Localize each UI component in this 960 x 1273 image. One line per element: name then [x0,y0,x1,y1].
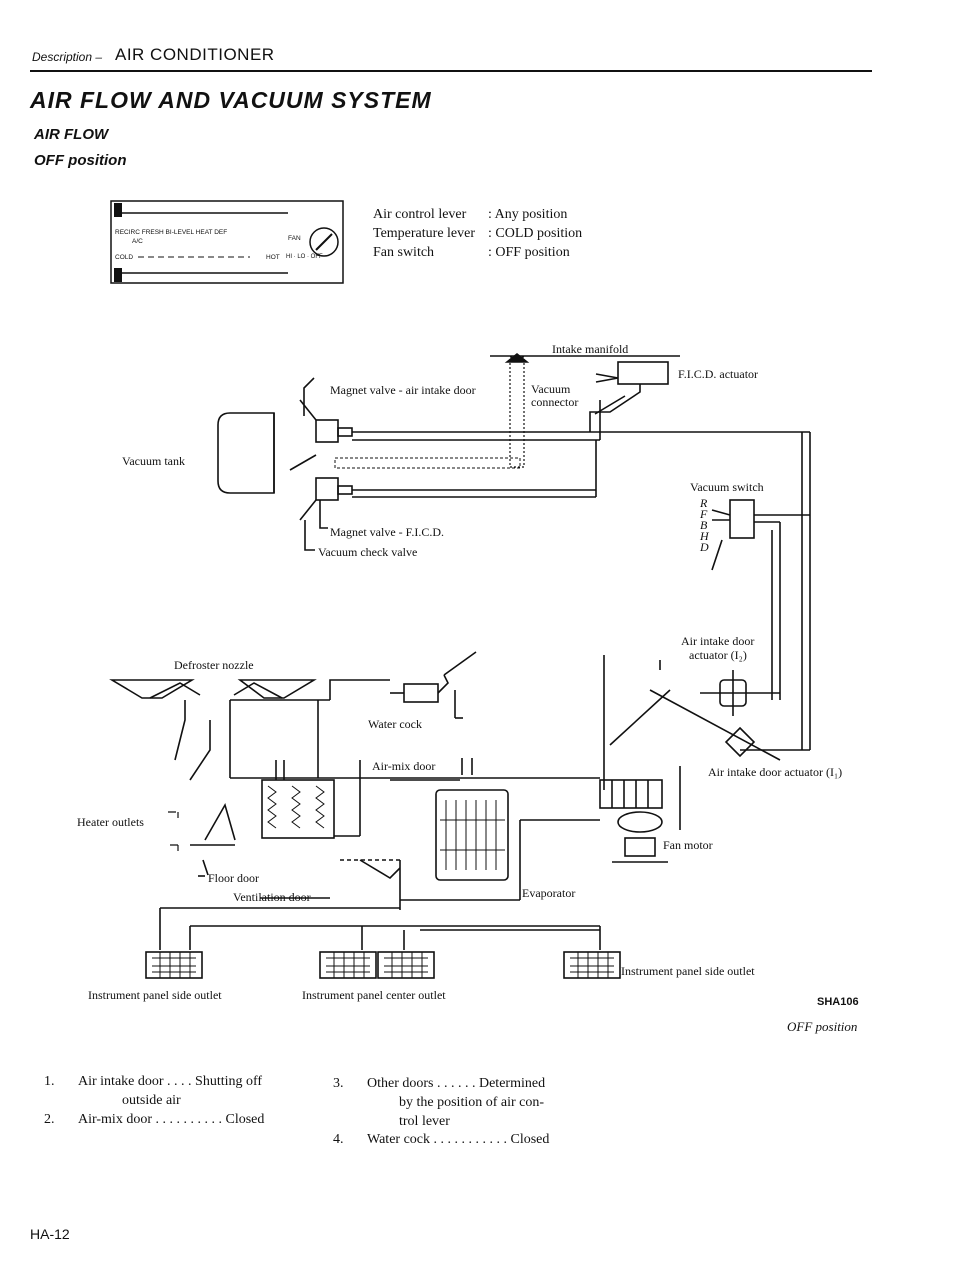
label-air-intake-actuator-i2: Air intake door actuator (I₂) [681,634,755,662]
conditions-items: Air control lever Temperature lever Fan … [373,207,476,260]
label-switch-positions: R F B H D [700,496,709,554]
label-intake-manifold: Intake manifold [552,342,629,356]
note-item-2: 2.Air-mix door . . . . . . . . . . Close… [44,1112,265,1127]
label-vacuum-check-valve: Vacuum check valve [318,545,418,559]
label-defroster-nozzle: Defroster nozzle [174,658,254,672]
label-magnet-valve-air: Magnet valve - air intake door [330,383,476,397]
position-heading: OFF position [34,152,127,169]
section-prefix: Description – [32,50,103,64]
header-rule [30,70,872,72]
label-vacuum-tank: Vacuum tank [122,454,185,468]
conditions-values: : Any position : COLD position : OFF pos… [488,207,583,260]
label-vacuum-connector: Vacuum connector [531,382,579,409]
panel-ac-text: A/C [132,238,143,245]
panel-fan-positions: HI · LO · OFF [286,254,323,260]
label-air-mix-door: Air-mix door [372,759,436,773]
note-item-1: 1.Air intake door . . . . Shutting off o… [44,1074,263,1108]
label-water-cock: Water cock [368,717,422,731]
figure-caption: OFF position [787,1019,858,1034]
label-panel-side-outlet-right: Instrument panel side outlet [621,964,755,978]
panel-hot-text: HOT [266,254,280,261]
label-air-intake-actuator-i1: Air intake door actuator (I₁) [708,765,843,779]
label-magnet-valve-ficd: Magnet valve - F.I.C.D. [330,525,445,539]
label-panel-side-outlet-left: Instrument panel side outlet [88,988,222,1002]
label-evaporator: Evaporator [522,886,576,900]
label-ventilation-door: Ventilation door [233,890,311,904]
figure-code: SHA106 [817,996,859,1008]
control-panel-illustration: RECIRC FRESH BI-LEVEL HEAT DEF A/C COLD … [110,200,344,284]
page-number: HA-12 [30,1226,70,1242]
label-heater-outlets: Heater outlets [77,815,144,829]
label-vacuum-switch: Vacuum switch [690,480,764,494]
airflow-vacuum-diagram [0,330,960,1010]
page-title: AIR FLOW AND VACUUM SYSTEM [30,87,432,113]
note-item-3: 3.Other doors . . . . . . Determined by … [333,1076,546,1129]
label-floor-door: Floor door [208,871,259,885]
note-item-4: 4.Water cock . . . . . . . . . . . Close… [333,1132,550,1147]
section-subtitle: AIR FLOW [34,126,109,143]
panel-cold-text: COLD [115,254,133,261]
label-fan-motor: Fan motor [663,838,713,852]
section-title: AIR CONDITIONER [115,45,275,64]
label-ficd-actuator: F.I.C.D. actuator [678,367,759,381]
panel-modes-text: RECIRC FRESH BI-LEVEL HEAT DEF [115,229,227,236]
label-panel-center-outlet: Instrument panel center outlet [302,988,446,1002]
panel-fan-text: FAN [288,235,301,242]
